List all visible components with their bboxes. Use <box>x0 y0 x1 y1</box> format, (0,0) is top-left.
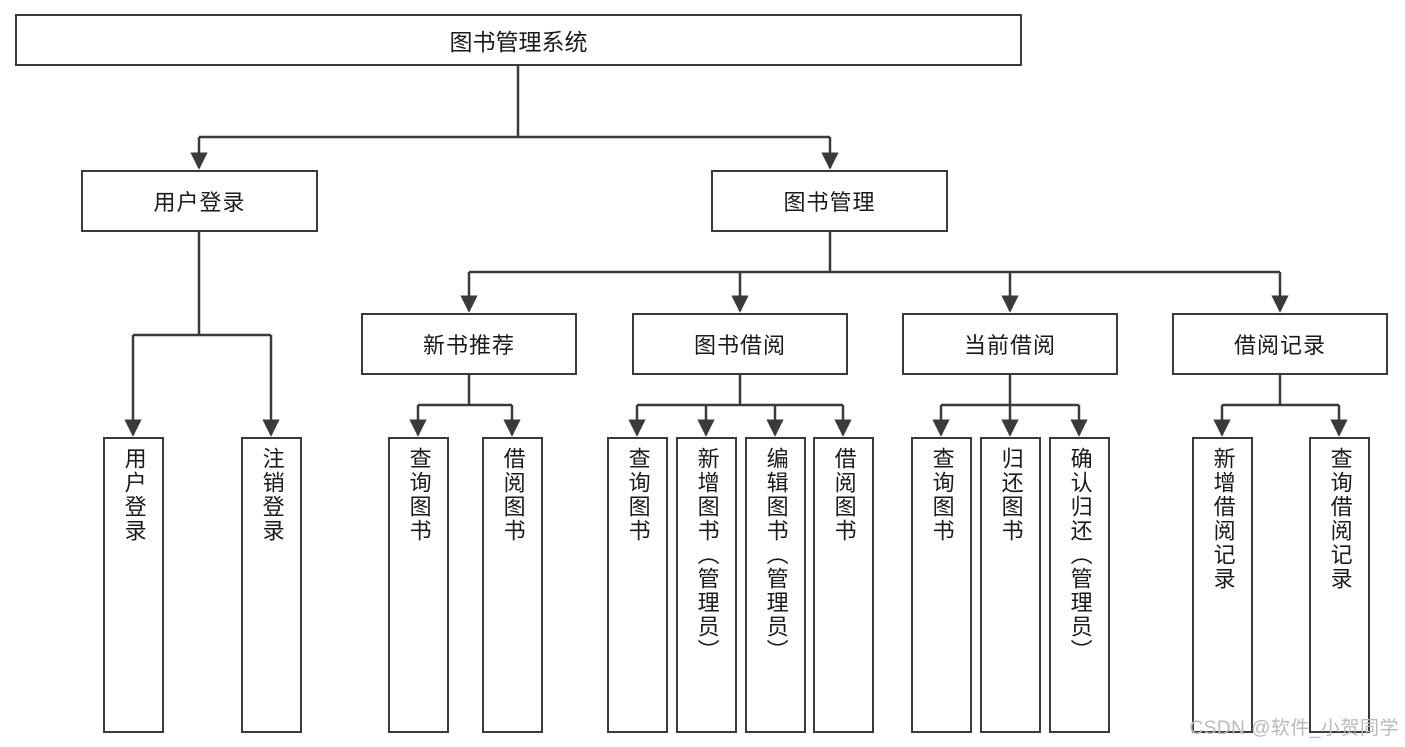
leaf-label: 新增借阅记录 <box>1210 447 1236 591</box>
leaf-label: 查询图书 <box>929 447 955 543</box>
leaf-label: 查询图书 <box>625 447 651 543</box>
leaf-label: 借阅图书 <box>831 447 857 543</box>
node-new-book-recommend[interactable]: 新书推荐 <box>361 313 577 375</box>
leaf-label: 查询图书 <box>406 447 432 543</box>
leaf-borrow-record-query[interactable]: 查询借阅记录 <box>1309 437 1370 733</box>
leaf-new-book-borrow[interactable]: 借阅图书 <box>482 437 543 733</box>
node-user-login[interactable]: 用户登录 <box>81 170 318 232</box>
leaf-label: 借阅图书 <box>500 447 526 543</box>
leaf-new-book-query[interactable]: 查询图书 <box>388 437 449 733</box>
leaf-book-borrow-query[interactable]: 查询图书 <box>607 437 668 733</box>
leaf-label: 确认归还（管理员） <box>1067 447 1093 663</box>
node-current-borrow[interactable]: 当前借阅 <box>902 313 1118 375</box>
leaf-label: 新增图书（管理员） <box>694 447 720 663</box>
leaf-book-borrow-edit[interactable]: 编辑图书（管理员） <box>745 437 806 733</box>
node-book-borrow[interactable]: 图书借阅 <box>632 313 848 375</box>
leaf-label: 查询借阅记录 <box>1327 447 1353 591</box>
leaf-label: 归还图书 <box>998 447 1024 543</box>
leaf-user-login-logout[interactable]: 注销登录 <box>241 437 302 733</box>
leaf-label: 编辑图书（管理员） <box>763 447 789 663</box>
leaf-current-borrow-query[interactable]: 查询图书 <box>911 437 972 733</box>
node-borrow-record[interactable]: 借阅记录 <box>1172 313 1388 375</box>
leaf-label: 用户登录 <box>121 447 147 543</box>
leaf-user-login-login[interactable]: 用户登录 <box>103 437 164 733</box>
watermark-text: CSDN @软件_小贺同学 <box>1189 718 1399 739</box>
leaf-label: 注销登录 <box>259 447 285 543</box>
leaf-current-borrow-confirm-return[interactable]: 确认归还（管理员） <box>1049 437 1110 733</box>
leaf-book-borrow-borrow[interactable]: 借阅图书 <box>813 437 874 733</box>
node-root-system[interactable]: 图书管理系统 <box>15 14 1022 66</box>
leaf-current-borrow-return[interactable]: 归还图书 <box>980 437 1041 733</box>
node-book-management[interactable]: 图书管理 <box>711 170 948 232</box>
leaf-book-borrow-add[interactable]: 新增图书（管理员） <box>676 437 737 733</box>
leaf-borrow-record-add[interactable]: 新增借阅记录 <box>1192 437 1253 733</box>
